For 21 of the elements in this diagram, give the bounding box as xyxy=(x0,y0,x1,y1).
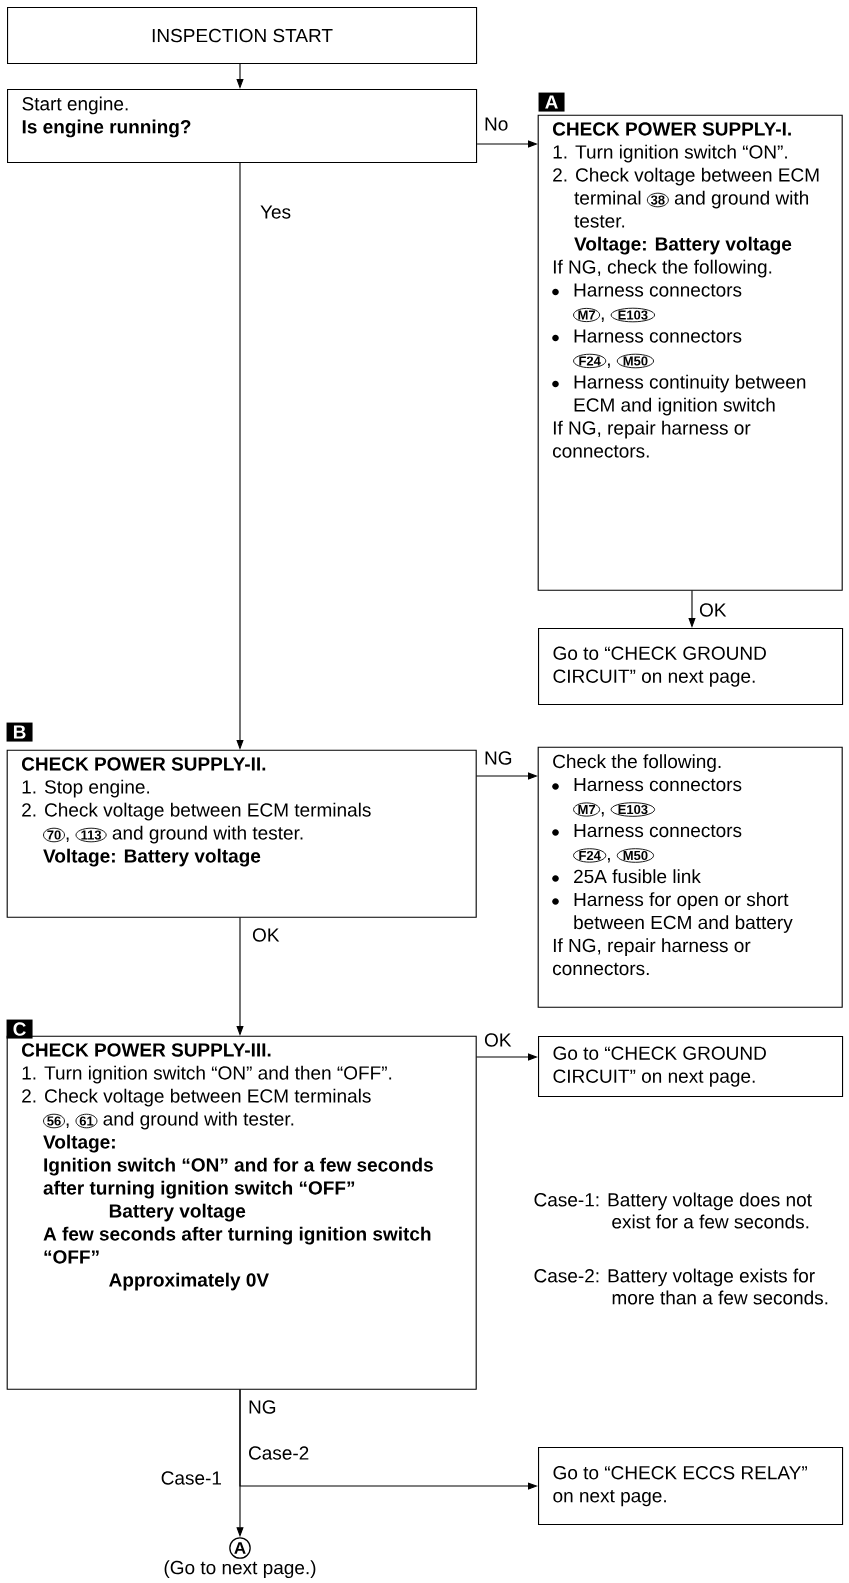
edge-label: OK xyxy=(250,926,281,944)
edge-label: Yes xyxy=(258,203,293,221)
node-caption: (Go to next page.) xyxy=(164,1560,316,1579)
case-note: Case-1: Battery voltage does not exist for a few seconds. xyxy=(534,1192,812,1229)
case-note: Case-2: Battery voltage exists for more than a few seconds. xyxy=(534,1268,828,1305)
branch-label: NG xyxy=(246,1398,279,1416)
edge-label: Case-1 xyxy=(159,1469,224,1487)
process-box: CHECK POWER SUPPLY-I. 1. Turn ignition switch “ON”. 2. Check voltage between ECM terminal 38 and ground with tester. Voltage: Battery voltage If NG, check the following. Harness connectors M7 , E103 Harness connectors F24 , M50 Harness continuity between ECM and ignition switch If NG, repair harness or connectors. xyxy=(537,114,843,591)
process-box: CHECK POWER SUPPLY-II. 1. Stop engine. 2. Check voltage between ECM terminals 70 , 113 and ground with tester. Voltage: Battery voltage xyxy=(6,749,477,918)
process-box: Go to “CHECK GROUND CIRCUIT” on next page. xyxy=(538,628,844,706)
process-box: Start engine. Is engine running? xyxy=(7,89,478,164)
process-box: Go to “CHECK ECCS RELAY” on next page. xyxy=(538,1447,844,1526)
process-box: INSPECTION START xyxy=(7,7,478,65)
edge-label: NG xyxy=(482,749,515,767)
process-box: Check the following. Harness connectors M7 , E103 Harness connectors F24 , M50 25A fusible link Harness for open or short between ECM and battery If NG, repair harness or connectors. xyxy=(537,746,843,1008)
edge-label: OK xyxy=(482,1031,513,1049)
process-box: CHECK POWER SUPPLY-III. 1. Turn ignition switch “ON” and then “OFF”. 2. Check voltage between ECM terminals 56 , 61 and ground with tester. Voltage: Ignition switch “ON” and for a few seconds after turning ignition switch “OFF” Battery voltage A few seconds after turning ignition switch “OFF” Approximately 0V xyxy=(6,1035,477,1390)
edge-label: No xyxy=(482,115,510,133)
edge-label: Case-2 xyxy=(246,1444,311,1462)
edge-label: OK xyxy=(697,601,728,619)
process-box: Go to “CHECK GROUND CIRCUIT” on next page. xyxy=(538,1036,844,1098)
